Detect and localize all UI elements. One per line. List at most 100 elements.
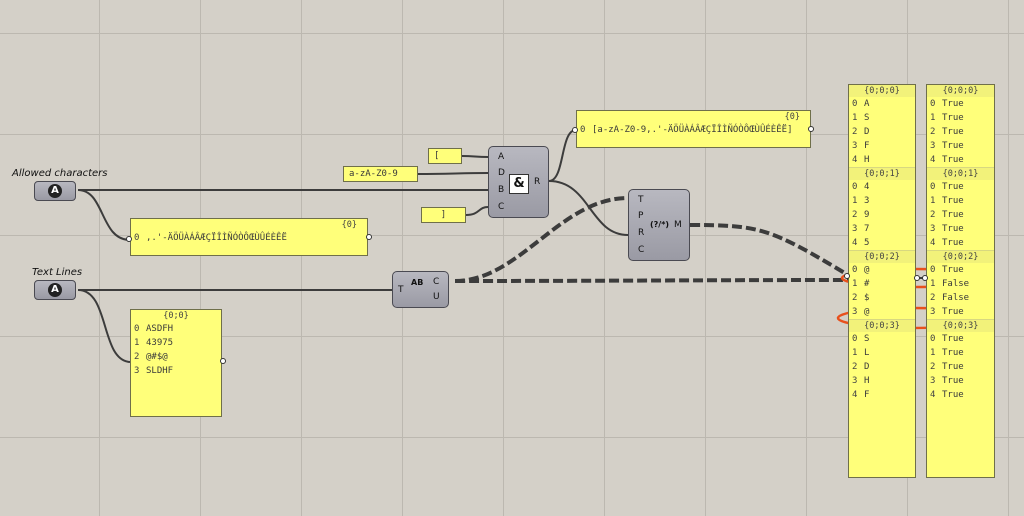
panel-output-grip[interactable]	[914, 275, 920, 281]
branch-path: {0;0;0}	[927, 85, 994, 97]
allowed-characters-label: Allowed characters	[12, 168, 108, 179]
regex-input-t[interactable]: T	[638, 195, 644, 205]
concat-input-d[interactable]: D	[498, 168, 505, 178]
wire-textlines-to-panel	[77, 289, 131, 363]
list-item: 3@	[852, 307, 870, 317]
concat-output-r[interactable]: R	[534, 177, 541, 187]
wire-range-to-concat-d	[417, 172, 489, 175]
wire-split-c-to-chars	[454, 278, 849, 283]
regex-match-component[interactable]: T P R C (?/*) M	[628, 189, 690, 261]
branch-path: {0;0;0}	[849, 85, 915, 97]
concat-input-c[interactable]: C	[498, 202, 505, 212]
characters-output-u[interactable]: U	[433, 292, 440, 302]
text-param-icon: A	[48, 283, 62, 297]
text-lines-param[interactable]: A	[34, 280, 76, 300]
panel-input-grip[interactable]	[572, 127, 578, 133]
wire-regex-m-to-bools	[689, 223, 850, 277]
branch-path: {0;0;2}	[927, 250, 994, 263]
list-item: 0[a-zA-Z0-9,.'-ÄÖÜÀÁÂÆÇÏÎÌÑÓÒÔŒÙÛÉÈÊË]	[580, 125, 793, 135]
regex-output-m[interactable]: M	[674, 220, 682, 230]
concatenate-component[interactable]: A D B C & R	[488, 146, 549, 218]
text-param-icon: A	[48, 184, 62, 198]
concatenate-icon: &	[509, 174, 529, 194]
list-item: 2$	[852, 293, 870, 303]
panel-output-grip[interactable]	[366, 234, 372, 240]
branch-path: {0;0;3}	[849, 319, 915, 332]
close-bracket-input[interactable]: ]	[421, 207, 466, 223]
range-input[interactable]: a-zA-Z0-9	[343, 166, 418, 182]
panel-path: {0}	[784, 112, 800, 122]
branch-path: {0;0;1}	[849, 167, 915, 180]
regex-input-p[interactable]: P	[638, 211, 644, 221]
panel-input-grip[interactable]	[126, 236, 132, 242]
list-item: 0,.'-ÄÖÜÀÁÂÆÇÏÎÌÑÓÒÔŒÙÛÉÈÊË	[134, 233, 287, 243]
regex-input-c[interactable]: C	[638, 245, 645, 255]
characters-component[interactable]: T AB C U	[392, 271, 449, 308]
concat-input-b[interactable]: B	[498, 185, 505, 195]
panel-input-grip[interactable]	[844, 273, 850, 279]
regex-pattern-panel[interactable]: {0} 0[a-zA-Z0-9,.'-ÄÖÜÀÁÂÆÇÏÎÌÑÓÒÔŒÙÛÉÈÊ…	[576, 110, 811, 148]
branch-path: {0;0;2}	[849, 250, 915, 263]
branch-path: {0;0;1}	[927, 167, 994, 180]
allowed-characters-param[interactable]: A	[34, 181, 76, 201]
characters-output-c[interactable]: C	[433, 277, 440, 287]
wire-split-c-to-regex-t	[454, 196, 629, 283]
characters-input-t[interactable]: T	[398, 285, 404, 295]
panel-path: {0}	[341, 220, 357, 230]
concat-input-a[interactable]: A	[498, 152, 505, 162]
panel-output-grip[interactable]	[808, 126, 814, 132]
list-item: 0@	[852, 265, 870, 275]
text-lines-label: Text Lines	[32, 267, 83, 278]
panel-input-grip[interactable]	[922, 275, 928, 281]
wire-concat-to-regex-panel	[548, 129, 577, 182]
wire-close-to-concat-c	[465, 206, 489, 216]
list-item: 1#	[852, 279, 870, 289]
regex-input-r[interactable]: R	[638, 228, 645, 238]
open-bracket-input[interactable]: [	[428, 148, 462, 164]
list-item: 2@#$@	[134, 352, 168, 362]
regex-icon: (?/*)	[650, 220, 670, 229]
wire-open-to-concat-a	[461, 155, 489, 158]
allowed-characters-panel[interactable]: {0} 0,.'-ÄÖÜÀÁÂÆÇÏÎÌÑÓÒÔŒÙÛÉÈÊË	[130, 218, 368, 256]
panel-path: {0;0}	[163, 311, 189, 321]
panel-output-grip[interactable]	[220, 358, 226, 364]
characters-icon: AB	[411, 278, 424, 287]
